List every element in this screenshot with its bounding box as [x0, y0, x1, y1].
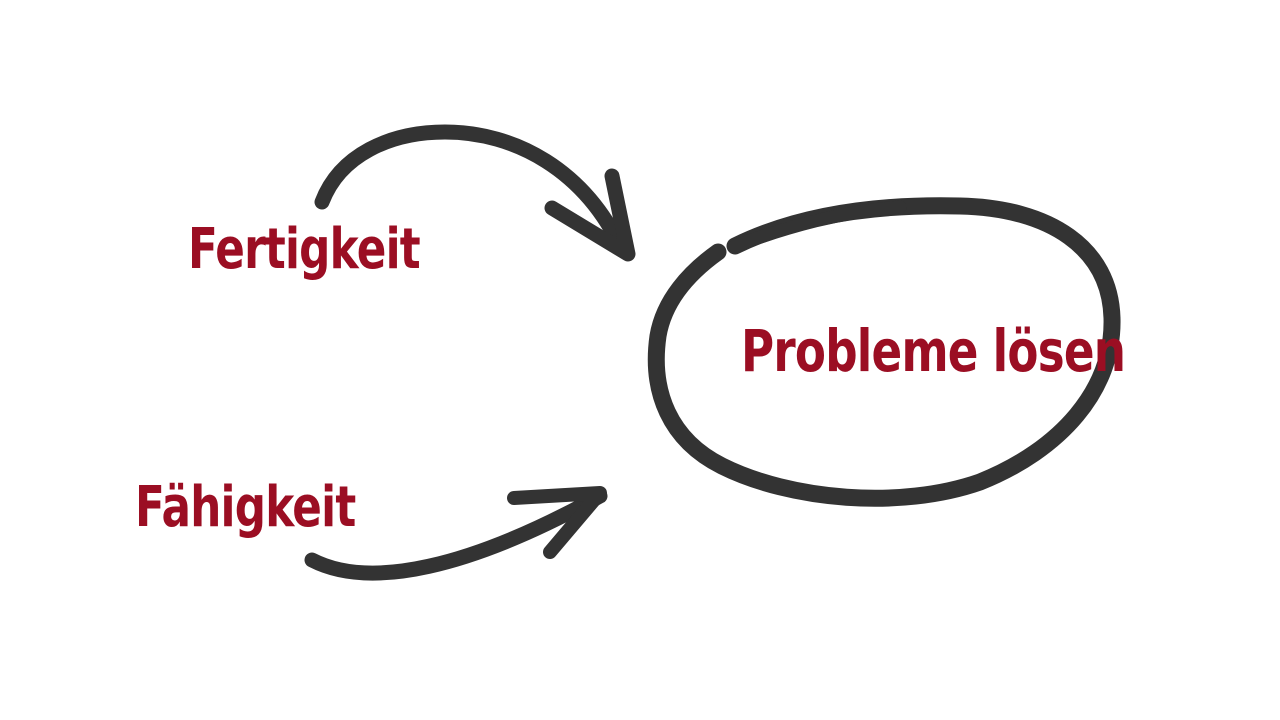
arrow-top-head	[544, 168, 636, 262]
arrow-faehigkeit-to-target	[304, 486, 608, 581]
arrow-bottom-shaft	[304, 488, 608, 581]
arrow-bottom-head	[507, 486, 607, 559]
arrow-top-shaft	[314, 124, 630, 258]
ellipse-main-stroke	[647, 197, 1121, 507]
node-fertigkeit: Fertigkeit	[188, 217, 421, 282]
arrow-fertigkeit-to-target	[314, 124, 636, 262]
target-ellipse	[647, 197, 1121, 507]
node-probleme-loesen: Probleme lösen	[741, 317, 1126, 385]
node-faehigkeit: Fähigkeit	[135, 475, 356, 540]
ellipse-overlap-stroke	[728, 200, 907, 253]
